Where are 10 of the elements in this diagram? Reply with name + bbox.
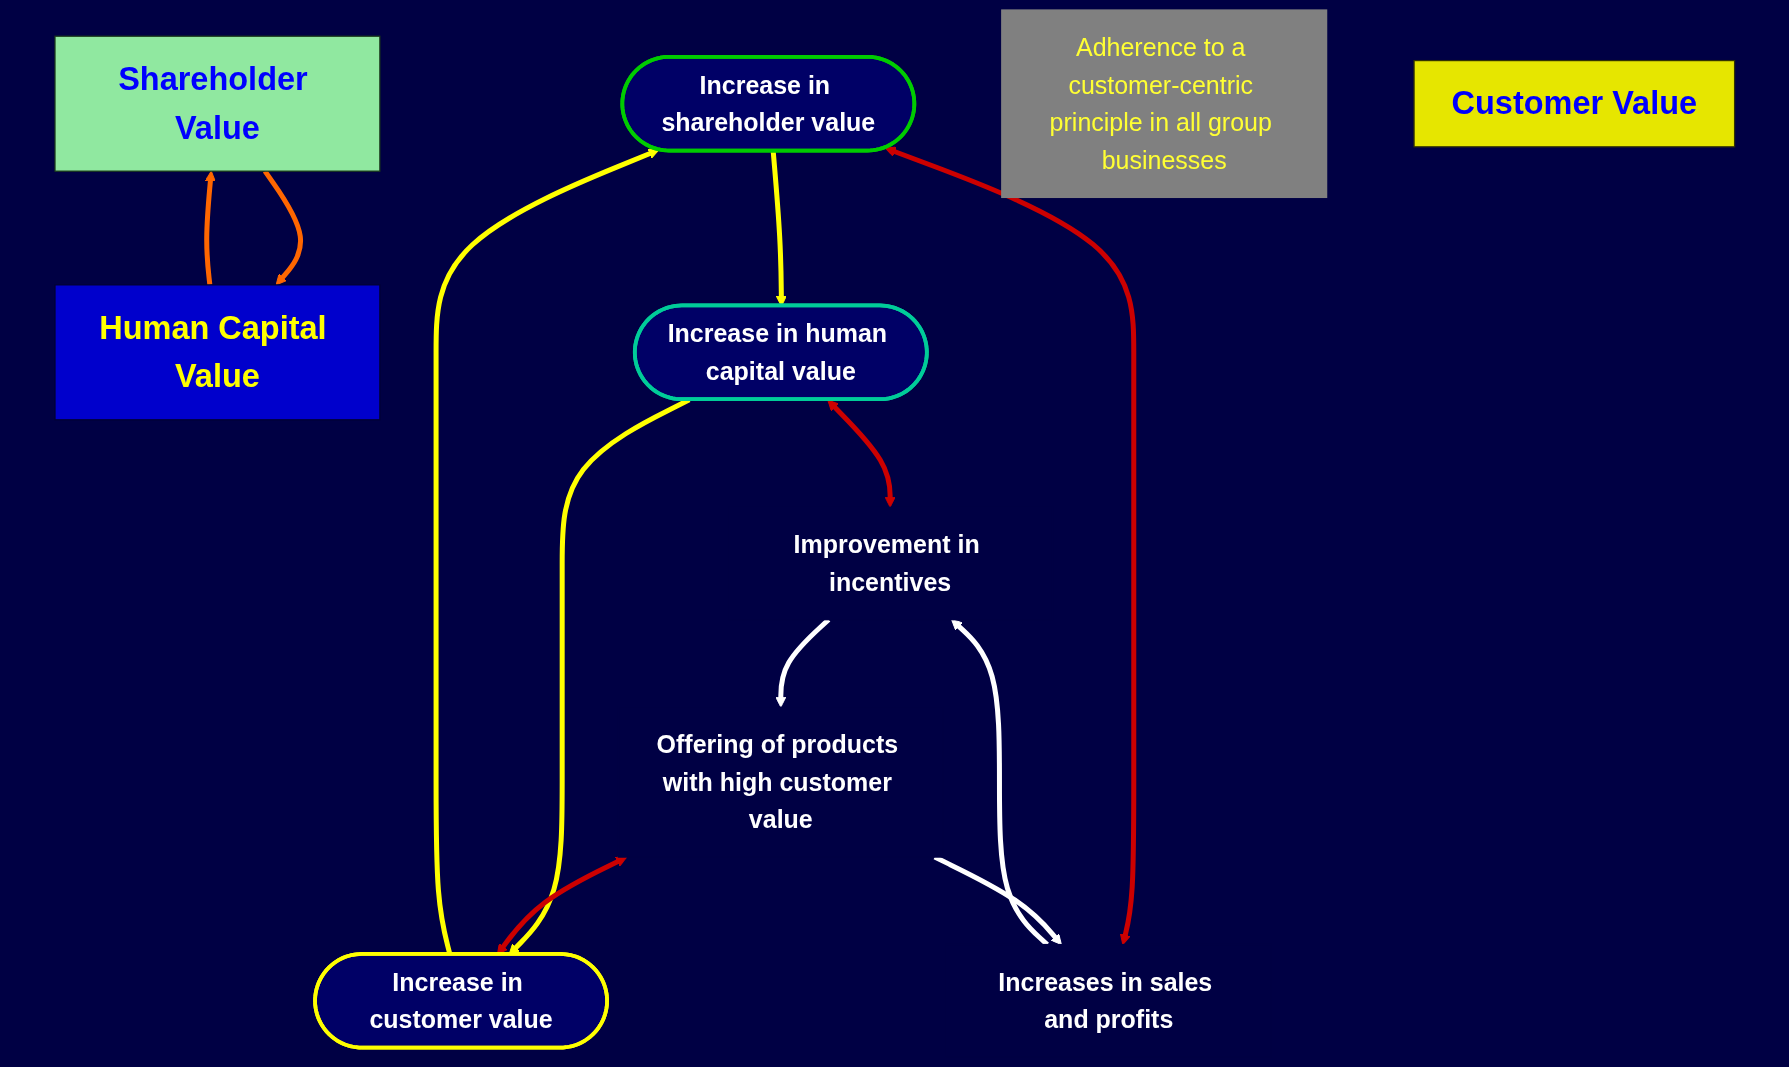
arrow	[884, 146, 1136, 946]
node-box: Adherence to a customer-centric principle in all group businesses	[1000, 9, 1327, 199]
node-text: Increases in sales and profits	[998, 968, 1212, 1034]
node-box: Customer Value	[1413, 59, 1735, 148]
node-text: Offering of products with high customer value	[656, 730, 898, 834]
node-text: Improvement in incentives	[793, 530, 980, 596]
arrow	[827, 399, 896, 508]
arrow	[203, 170, 216, 286]
node-box: Shareholder Value	[54, 35, 381, 172]
node-box: Human Capital Value	[54, 284, 381, 421]
